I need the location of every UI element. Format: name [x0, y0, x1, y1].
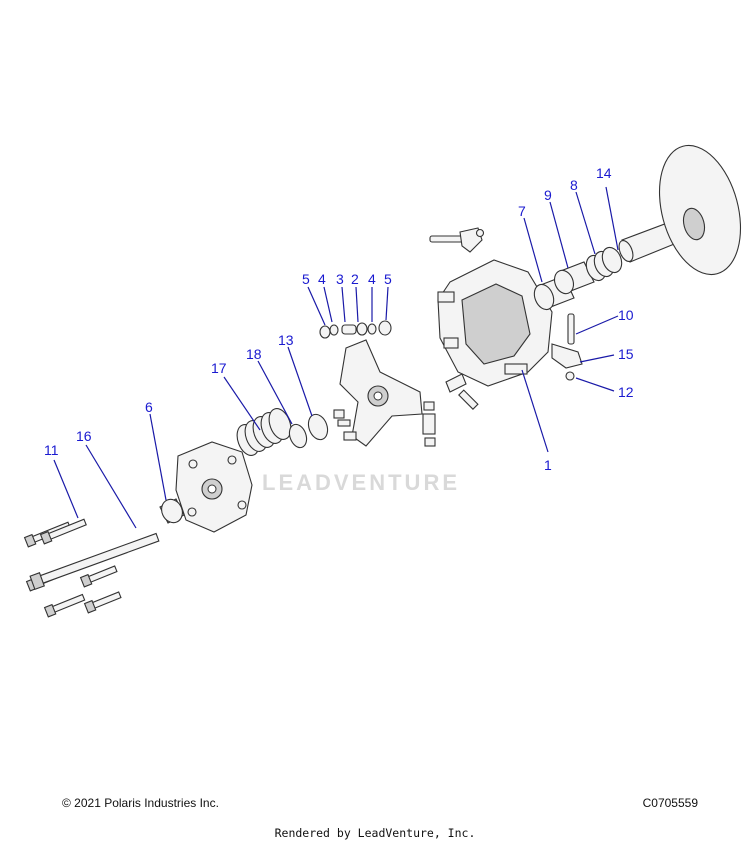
callout-labels: 1 2 3 4 4 5 5 6 7 8 9 10 11 12 13 14 15 … [44, 165, 634, 473]
callout-11: 11 [44, 442, 59, 458]
moveable-sheave [437, 259, 553, 410]
spring [236, 408, 292, 456]
roller-pin-and-arm [551, 313, 583, 381]
bushing [159, 498, 185, 524]
callout-15: 15 [618, 346, 634, 362]
callout-3: 3 [336, 271, 344, 287]
fixed-sheave [618, 144, 742, 276]
callout-2: 2 [351, 271, 359, 287]
callout-5a: 5 [302, 271, 310, 287]
callout-1: 1 [544, 457, 552, 473]
callout-7: 7 [518, 203, 526, 219]
washer [288, 423, 308, 449]
figure-id: C0705559 [642, 796, 698, 810]
callout-10: 10 [618, 307, 634, 323]
callout-14: 14 [596, 165, 612, 181]
callout-16: 16 [76, 428, 92, 444]
callout-6: 6 [145, 399, 153, 415]
long-bolt [29, 532, 160, 591]
callout-13: 13 [278, 332, 294, 348]
callout-18: 18 [246, 346, 262, 362]
callout-12: 12 [618, 384, 634, 400]
callout-4b: 4 [368, 271, 376, 287]
retaining-ring [307, 413, 329, 441]
callout-4a: 4 [318, 271, 326, 287]
callout-5b: 5 [384, 271, 392, 287]
watermark: LEADVENTURE [262, 470, 460, 495]
roller-arm-top [429, 227, 485, 253]
callout-9: 9 [544, 187, 552, 203]
small-parts-row [319, 320, 392, 339]
callout-17: 17 [211, 360, 227, 376]
leader-lines [53, 186, 619, 529]
pin-assembly [333, 401, 436, 447]
copyright-text: © 2021 Polaris Industries Inc. [62, 796, 219, 810]
rendered-by-text: Rendered by LeadVenture, Inc. [274, 826, 476, 840]
sleeve-stack [533, 246, 623, 311]
callout-8: 8 [570, 177, 578, 193]
cover-plate [175, 441, 253, 533]
spider [339, 339, 423, 447]
